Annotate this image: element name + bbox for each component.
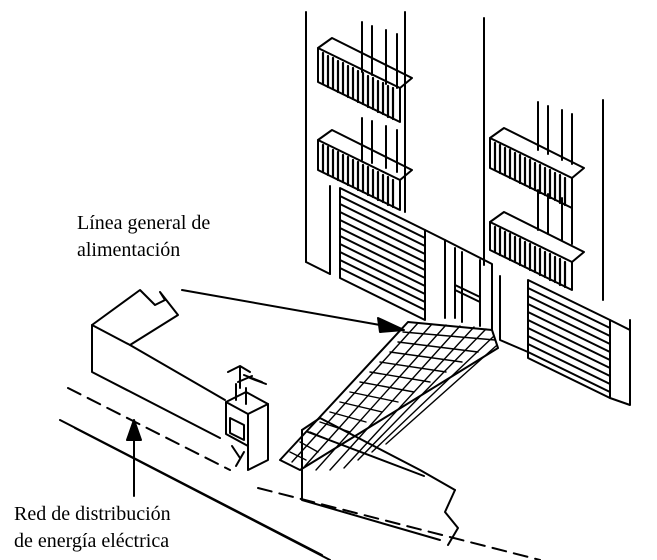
street [59, 387, 541, 560]
garage-door-right [527, 279, 631, 406]
arrow-feed-line [181, 289, 405, 333]
doorway [424, 229, 493, 331]
balcony-left-1 [317, 37, 413, 123]
grid-pavement [279, 321, 499, 471]
connection-box [225, 365, 269, 471]
label-feed-line-1: Línea general de [77, 212, 211, 234]
balcony-right-1 [489, 127, 585, 209]
label-feed-line: Línea general de alimentación [77, 210, 210, 264]
balcony-right-2 [489, 211, 585, 291]
arrow-distribution [126, 419, 142, 497]
building-left [305, 11, 406, 275]
balcony-left-2 [317, 129, 413, 211]
label-distribution-2: de energía eléctrica [14, 530, 170, 552]
label-distribution-network: Red de distribución de energía eléctrica [14, 501, 171, 555]
building-right [483, 17, 631, 401]
label-feed-line-2: alimentación [77, 239, 181, 261]
label-distribution-1: Red de distribución [14, 503, 171, 525]
garage-door-left [339, 187, 426, 321]
